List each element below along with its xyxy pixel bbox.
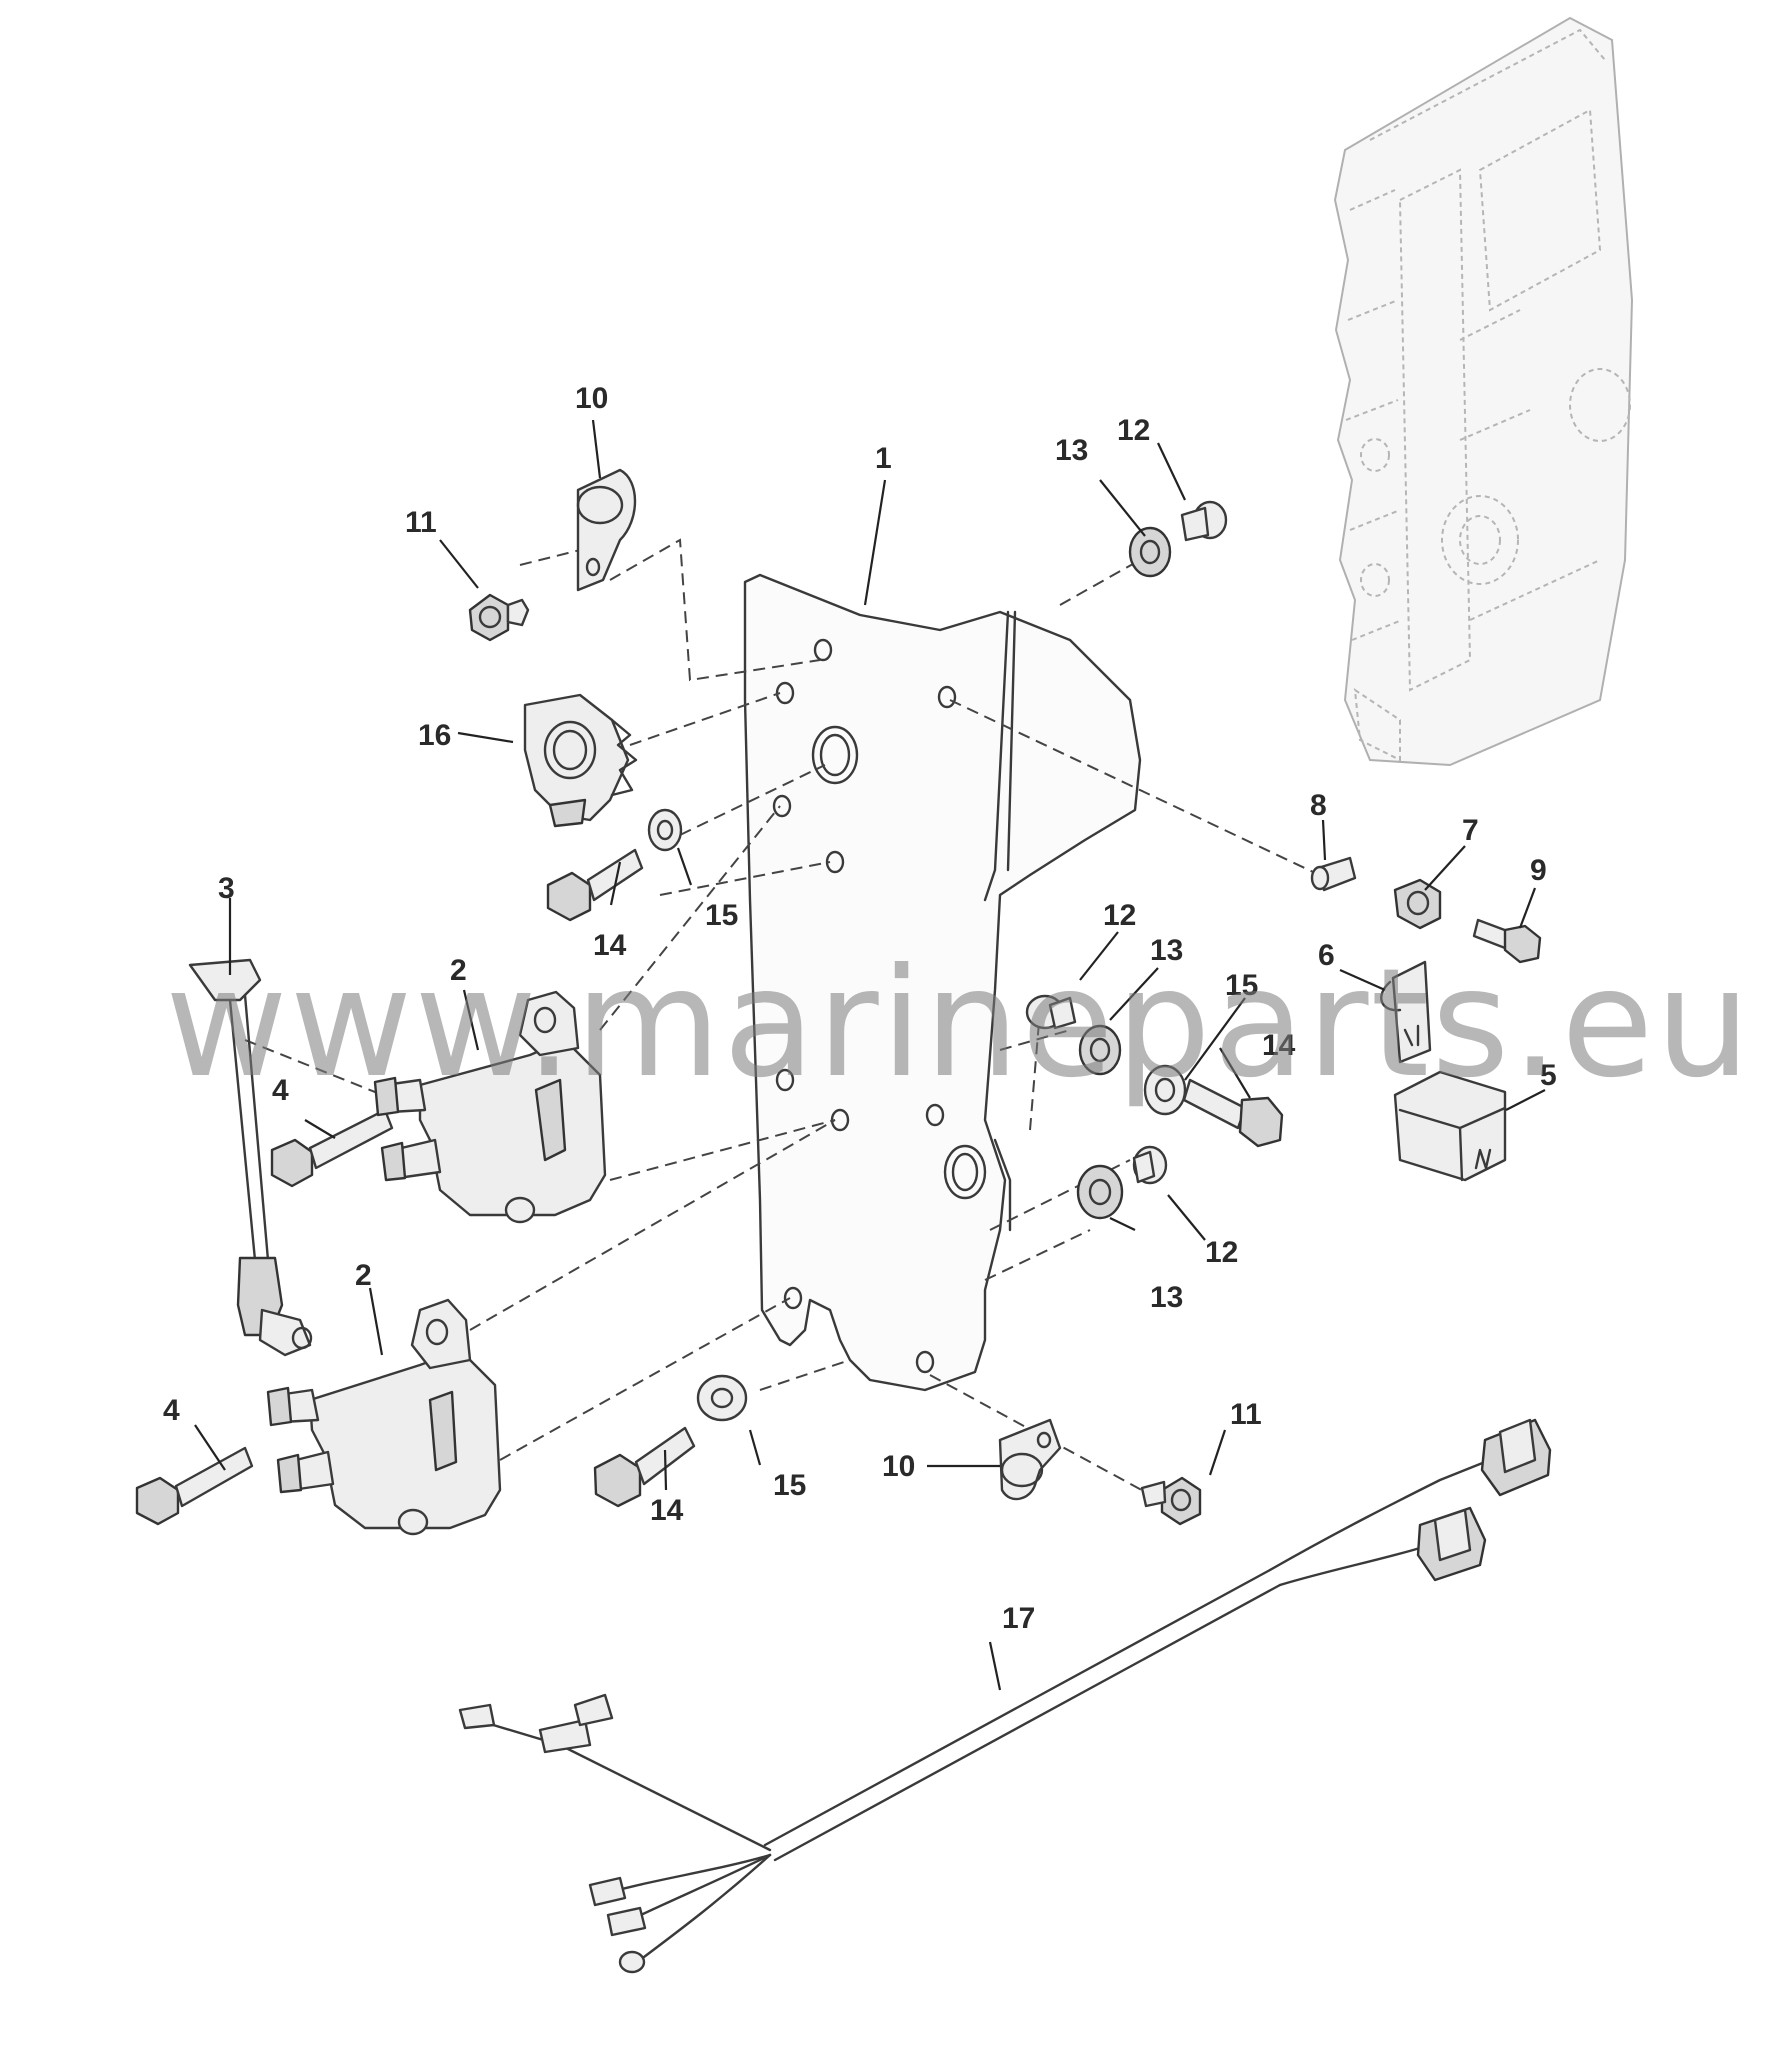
leader-lines	[194, 419, 1546, 1691]
grommet-upper	[1128, 526, 1172, 578]
callout-12-lower: 12	[1205, 1236, 1238, 1269]
callout-12-middle: 12	[1103, 899, 1136, 932]
callout-15-lower: 15	[773, 1469, 806, 1502]
sensor-bracket	[523, 693, 638, 828]
engine-module-ghost	[1333, 16, 1634, 767]
callout-14-upper: 14	[593, 929, 627, 962]
callout-4-upper: 4	[272, 1074, 289, 1107]
clamp-top	[576, 468, 637, 592]
screw-top	[468, 593, 530, 642]
screw-lower	[1140, 1476, 1202, 1526]
callout-13-middle: 13	[1150, 934, 1183, 967]
bolt-right	[1182, 1078, 1284, 1148]
mounting-plate	[743, 573, 1142, 1392]
callout-15-right: 15	[1225, 969, 1258, 1002]
callouts: 1 10 11 16 14 15 3 2 4 2 4 14 15 10 11 1…	[163, 382, 1557, 1635]
bushing-lower	[1132, 1145, 1168, 1185]
callout-7: 7	[1462, 814, 1479, 847]
callout-9: 9	[1530, 854, 1547, 887]
bolt-left-lower	[135, 1446, 254, 1526]
bushing-middle	[1025, 994, 1077, 1030]
bolt-left-upper	[270, 1108, 394, 1188]
callout-14-right: 14	[1262, 1029, 1296, 1062]
ignition-coil-lower	[266, 1298, 502, 1536]
relay-bracket	[1380, 960, 1432, 1064]
callout-17: 17	[1002, 1602, 1035, 1635]
nut	[1393, 878, 1442, 930]
callout-8: 8	[1310, 789, 1327, 822]
relay	[1393, 1070, 1507, 1182]
bushing-upper	[1180, 500, 1228, 542]
watermark: www.marineparts.eu	[165, 937, 1753, 1111]
callout-1: 1	[875, 442, 892, 475]
callout-11-top: 11	[405, 506, 437, 539]
callout-15-upper: 15	[705, 899, 738, 932]
callout-14-lower: 14	[650, 1494, 684, 1527]
callout-13-top: 13	[1055, 434, 1088, 467]
pin	[1310, 856, 1357, 892]
ignition-coil-upper	[375, 992, 607, 1224]
grommet-middle	[1078, 1024, 1122, 1076]
callout-6: 6	[1318, 939, 1335, 972]
grommet-lower	[1076, 1164, 1124, 1220]
clamp-lower	[998, 1418, 1062, 1501]
washer-upper	[647, 808, 683, 852]
bolt-upper	[546, 848, 644, 922]
callout-3: 3	[218, 872, 235, 905]
ground-strap	[188, 958, 313, 1357]
callout-5: 5	[1540, 1059, 1557, 1092]
callout-10-lower: 10	[882, 1450, 915, 1483]
screw-right	[1472, 918, 1542, 964]
washer-lower-middle	[696, 1374, 748, 1422]
callout-16: 16	[418, 719, 451, 752]
callout-4-lower: 4	[163, 1394, 180, 1427]
callout-2-upper: 2	[450, 954, 467, 987]
callout-12-top: 12	[1117, 414, 1150, 447]
callout-13-lower: 13	[1150, 1281, 1183, 1314]
callout-11-lower: 11	[1230, 1398, 1262, 1431]
callout-10-top: 10	[575, 382, 608, 415]
washer-right	[1143, 1064, 1187, 1116]
callout-2-lower: 2	[355, 1259, 372, 1292]
wiring-harness	[458, 1418, 1552, 1974]
